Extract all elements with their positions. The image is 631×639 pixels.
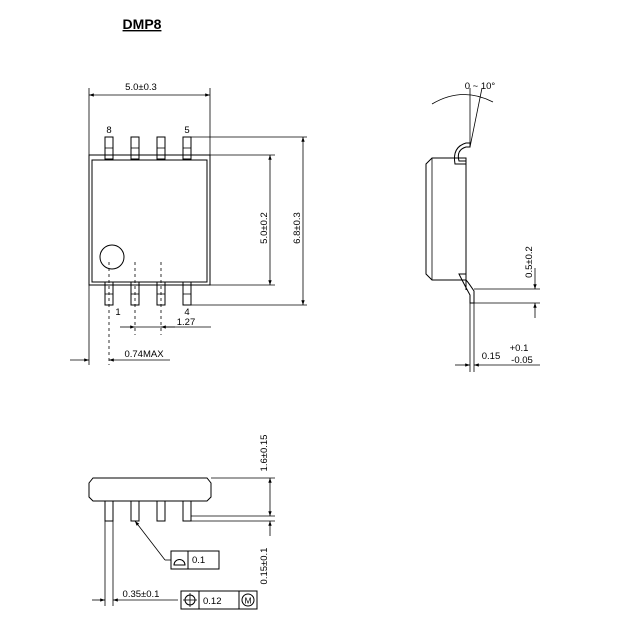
tolerance-plus: +0.1	[510, 343, 529, 354]
lead-angle-label: 0 ~ 10°	[465, 81, 496, 92]
pin-pitch-label: 1.27	[177, 317, 196, 328]
tolerance-minus: -0.05	[511, 355, 533, 366]
standoff-label: 0.15±0.1	[259, 548, 270, 585]
pin4-label: 4	[184, 307, 189, 318]
upper-leads	[104, 136, 192, 160]
package-body-inner	[91, 159, 208, 283]
lead	[104, 500, 114, 522]
pin1-label: 1	[115, 307, 120, 318]
overall-width-label: 6.8±0.3	[292, 212, 303, 244]
height-label: 1.6±0.15	[259, 435, 270, 472]
lead-thickness-label: 0.15	[482, 351, 501, 362]
upper-lead	[454, 142, 471, 165]
package-body	[88, 154, 211, 286]
leader-line	[134, 520, 166, 561]
lead	[130, 500, 140, 522]
flatness-value: 0.1	[192, 555, 205, 566]
page-title: DMP8	[123, 16, 162, 32]
flatness-frame	[170, 550, 220, 570]
position-value: 0.12	[203, 596, 222, 607]
body-width-label: 5.0±0.3	[125, 82, 157, 93]
pin8-label: 8	[106, 125, 111, 136]
top-view: 5.0±0.3 8 5 1 4	[70, 82, 307, 365]
pin5-label: 5	[184, 125, 189, 136]
mmc-modifier-label: M	[244, 596, 251, 606]
position-tolerance-frame	[180, 590, 258, 610]
lead-width-label: 0.35±0.1	[123, 589, 160, 600]
pin1-marker	[99, 244, 125, 270]
front-package-body	[88, 477, 212, 502]
lead-length-label: 0.5±0.2	[524, 246, 535, 278]
body-length-label: 5.0±0.2	[259, 212, 270, 244]
side-view: 0 ~ 10° 0.5±0.2 0.15 +0.1 -0.05	[425, 81, 540, 372]
offset-max-label: 0.74MAX	[124, 349, 164, 360]
angle-arc	[431, 94, 494, 105]
mmc-modifier-icon	[241, 593, 255, 607]
flatness-icon	[173, 559, 186, 566]
lead	[182, 500, 192, 522]
front-view: 1.6±0.15 0.15±0.1 0.1 0.35±0.1 0.12 M	[88, 435, 275, 610]
angle-line	[469, 87, 483, 148]
lead	[156, 500, 166, 522]
